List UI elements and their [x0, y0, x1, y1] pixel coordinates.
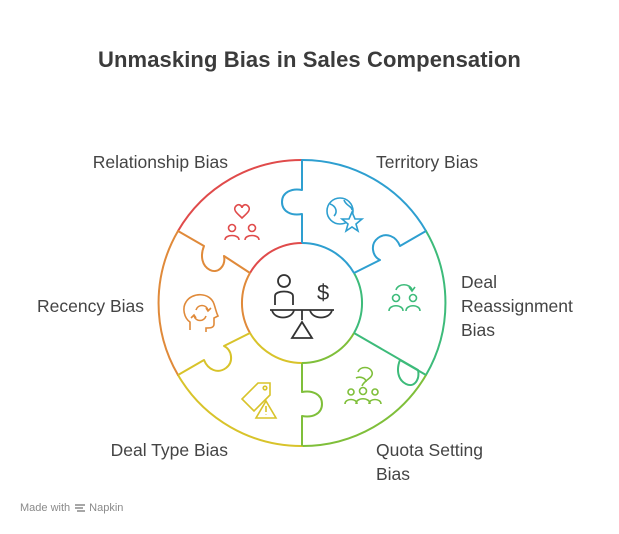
segment-label-reassignment-line2: Reassignment	[461, 296, 573, 316]
segment-dealtype-outer	[177, 374, 303, 448]
footer-made-with: Made with	[20, 502, 71, 514]
head-refresh-icon	[183, 293, 220, 332]
segment-relationship-outer	[177, 158, 303, 232]
segment-label-reassignment: Deal Reassignment Bias	[461, 270, 573, 342]
segment-label-quota-line1: Quota Setting	[376, 440, 484, 460]
scale-person-dollar-icon: $	[270, 274, 334, 339]
segment-label-quota: Quota Setting Bias	[376, 438, 483, 486]
tag-warning-icon	[240, 382, 278, 419]
page-title: Unmasking Bias in Sales Compensation	[98, 47, 521, 72]
segment-label-dealtype: Deal Type Bias	[110, 440, 228, 460]
segment-label-territory: Territory Bias	[376, 152, 479, 172]
relationship-hearts-icon	[224, 203, 260, 241]
segment-territory-outer	[301, 158, 427, 232]
segment-label-reassignment-line3: Bias	[461, 320, 496, 340]
segment-label-quota-line2: Bias	[376, 464, 411, 484]
segment-label-reassignment-line1: Deal	[461, 272, 497, 292]
segment-recency-outer	[157, 230, 179, 376]
globe-star-icon	[326, 197, 365, 233]
napkin-logo-icon	[75, 504, 86, 512]
svg-text:$: $	[317, 280, 329, 305]
team-target-icon	[344, 366, 382, 405]
people-swap-icon	[388, 283, 421, 312]
footer-brand: Napkin	[74, 502, 123, 514]
segment-label-recency: Recency Bias	[37, 296, 144, 316]
segment-quota-outer	[301, 374, 427, 448]
segment-reassignment-outer	[425, 230, 447, 376]
segment-label-relationship: Relationship Bias	[92, 152, 228, 172]
footer-attribution: Made with Napkin	[20, 502, 123, 514]
footer-brand-name: Napkin	[89, 502, 124, 514]
